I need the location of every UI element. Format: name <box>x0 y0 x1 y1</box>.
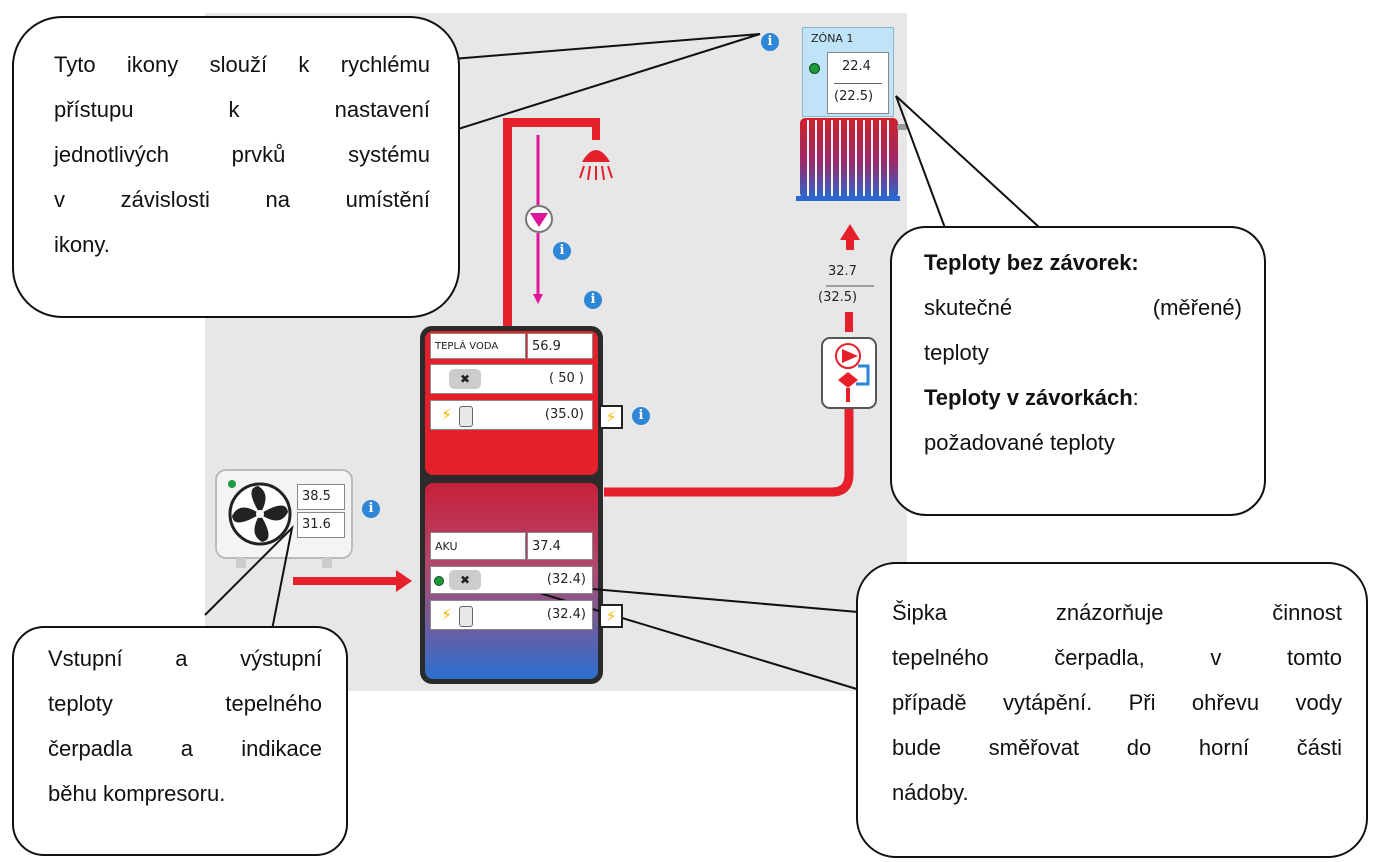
icons-callout-line: přístupu k nastavení <box>54 97 430 122</box>
mixing-valve-pump-icon <box>821 337 877 409</box>
aku-label: AKU <box>430 532 526 560</box>
info-icon[interactable]: i <box>362 500 380 518</box>
heat-pump-flow-pipe <box>293 577 397 585</box>
arrow-callout-line: tepelného čerpadla, v tomto <box>892 645 1342 670</box>
zone-actual-temp: 22.4 <box>842 59 871 74</box>
aku-heat-pump-row[interactable]: ✖ (32.4) <box>430 566 593 594</box>
heat-pump-outlet-temp: 31.6 <box>297 512 345 538</box>
icons-callout-line: jednotlivých prvků systému <box>54 142 430 167</box>
info-icon[interactable]: i <box>632 407 650 425</box>
circulation-arrow <box>533 294 543 304</box>
zone-widget[interactable]: ZÓNA 1 22.4 (22.5) <box>802 27 894 117</box>
temps-title-target: Teploty v závorkách <box>924 385 1133 410</box>
arrow-callout-line: nádoby. <box>892 780 969 805</box>
icons-callout-line: v závislosti na umístění <box>54 187 430 212</box>
dhw-temp: 56.9 <box>527 333 593 359</box>
heat-pump-small-icon: ✖ <box>449 570 481 590</box>
aku-electric-settings-button[interactable]: ⚡ <box>599 604 623 628</box>
heatpump-callout-line: čerpadla a indikace <box>48 736 322 761</box>
temps-title-target-line: Teploty v závorkách: <box>924 375 1242 420</box>
temps-actual-desc: skutečné (měřené) <box>924 295 1242 320</box>
temps-actual-desc2: teploty <box>924 340 989 365</box>
radiator-icon <box>796 118 907 201</box>
heatpump-callout-line: běhu kompresoru. <box>48 781 226 806</box>
dhw-heat-pump-row[interactable]: ✖ ( 50 ) <box>430 364 593 394</box>
heat-pump-small-icon: ✖ <box>449 369 481 389</box>
arrow-callout-line: případě vytápění. Při ohřevu vody <box>892 690 1342 715</box>
aku-temp: 37.4 <box>527 532 593 560</box>
aku-electric-target: (32.4) <box>546 607 586 622</box>
dhw-heat-pump-target: ( 50 ) <box>549 371 584 386</box>
temps-title-colon: : <box>1132 385 1139 410</box>
arrow-callout-line: bude směřovat do horní části <box>892 735 1342 760</box>
dhw-electric-row[interactable]: ⚡ (35.0) <box>430 400 593 430</box>
aku-electric-row[interactable]: ⚡ (32.4) <box>430 600 593 630</box>
shower-pipe-horizontal <box>503 118 599 127</box>
heatpump-callout-pointer <box>204 524 294 641</box>
temperatures-callout: Teploty bez závorek: skutečné (měřené) t… <box>890 226 1266 516</box>
temps-title-actual: Teploty bez závorek: <box>924 250 1139 275</box>
pipes <box>293 118 854 592</box>
heat-pump-callout: Vstupní a výstupní teploty tepelného čer… <box>12 626 348 856</box>
aku-heat-pump-target: (32.4) <box>546 572 586 587</box>
temps-callout-pointer <box>895 95 1041 229</box>
lightning-icon: ⚡ <box>441 405 453 424</box>
aku-status-dot <box>434 576 444 586</box>
info-icon[interactable]: i <box>584 291 602 309</box>
circuit-actual-temp: 32.7 <box>828 264 857 279</box>
zone-name: ZÓNA 1 <box>811 32 854 45</box>
info-icon[interactable]: i <box>761 33 779 51</box>
dhw-circulation <box>525 135 553 304</box>
heatpump-callout-line: Vstupní a výstupní <box>48 646 322 671</box>
heating-supply-pipe <box>604 408 854 497</box>
heat-pump-inlet-temp: 38.5 <box>297 484 345 510</box>
shower-pipe-drop <box>592 118 600 140</box>
heating-pipe-upper <box>845 312 853 332</box>
circulation-pump-triangle <box>530 213 548 227</box>
heater-element-icon <box>459 406 473 427</box>
heat-pump-flow-arrow <box>396 570 412 592</box>
lightning-icon: ⚡ <box>441 605 453 624</box>
heating-arrow-icon <box>840 224 860 250</box>
temps-target-desc: požadované teploty <box>924 430 1115 455</box>
icons-callout: Tyto ikony slouží k rychlému přístupu k … <box>12 16 460 318</box>
shower-icon <box>579 150 613 181</box>
dhw-electric-target: (35.0) <box>544 407 584 422</box>
zone-divider <box>834 83 882 84</box>
circuit-target-temp: (32.5) <box>818 290 858 305</box>
zone-status-dot <box>809 63 820 74</box>
arrow-callout: Šipka znázorňuje činnost tepelného čerpa… <box>856 562 1368 858</box>
dhw-electric-settings-button[interactable]: ⚡ <box>599 405 623 429</box>
shower-pipe-vertical <box>503 118 512 328</box>
zone-target-temp: (22.5) <box>834 89 874 104</box>
info-icon[interactable]: i <box>553 242 571 260</box>
icons-callout-pointer <box>439 33 761 131</box>
heatpump-callout-line: teploty tepelného <box>48 691 322 716</box>
icons-callout-line: Tyto ikony slouží k rychlému <box>54 52 430 77</box>
arrow-callout-line: Šipka znázorňuje činnost <box>892 600 1342 625</box>
fan-icon <box>228 482 292 546</box>
heater-element-icon <box>459 606 473 627</box>
icons-callout-line: ikony. <box>54 232 110 257</box>
zone-values-box: 22.4 (22.5) <box>827 52 889 114</box>
dhw-label: TEPLÁ VODA <box>430 333 526 359</box>
